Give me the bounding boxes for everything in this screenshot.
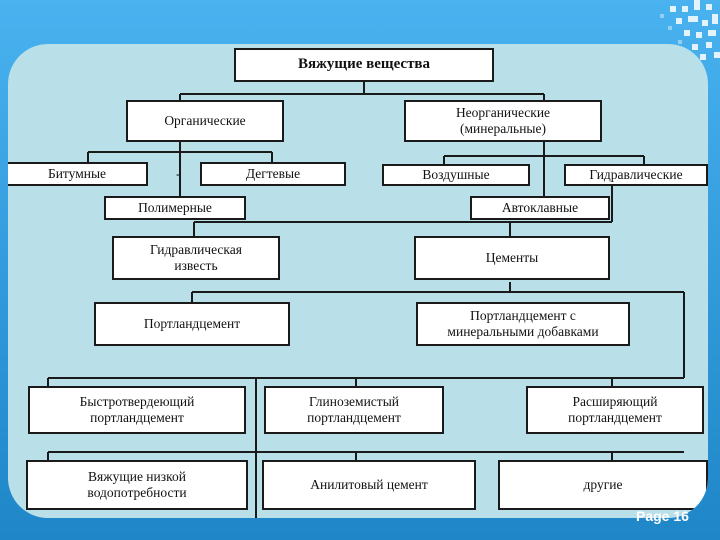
node-cements: Цементы [414, 236, 610, 280]
node-fast-hardening: Быстротвердеющий портландцемент [28, 386, 246, 434]
binders-classification-diagram: Вяжущие вещества Органические Неорганиче… [8, 44, 708, 518]
node-portland-cement: Портландцемент [94, 302, 290, 346]
node-portland-mineral: Портландцемент с минеральными добавками [416, 302, 630, 346]
node-air: Воздушные [382, 164, 530, 186]
node-other: другие [498, 460, 708, 510]
node-binders-root: Вяжущие вещества [234, 48, 494, 82]
connector-lines [47, 82, 685, 518]
node-autoclave: Автоклавные [470, 196, 610, 220]
node-bitumen: Битумные [8, 162, 148, 186]
node-inorganic: Неорганические (минеральные) [404, 100, 602, 142]
node-expanding: Расширяющий портландцемент [526, 386, 704, 434]
node-anhydrite-cement: Анилитовый цемент [262, 460, 476, 510]
page-number: Page 16 [636, 508, 689, 524]
node-hydraulic-lime: Гидравлическая известь [112, 236, 280, 280]
decorative-pixel-pattern [660, 0, 720, 60]
node-alumina: Глиноземистый портландцемент [264, 386, 444, 434]
node-hydraulic: Гидравлические [564, 164, 708, 186]
node-low-water-demand: Вяжущие низкой водопотребности [26, 460, 248, 510]
diagram-card: Вяжущие вещества Органические Неорганиче… [8, 44, 708, 518]
node-tar: Дегтевые [200, 162, 346, 186]
node-polymer: Полимерные [104, 196, 246, 220]
node-organic: Органические [126, 100, 284, 142]
stray-dash-mark: - [176, 166, 181, 181]
